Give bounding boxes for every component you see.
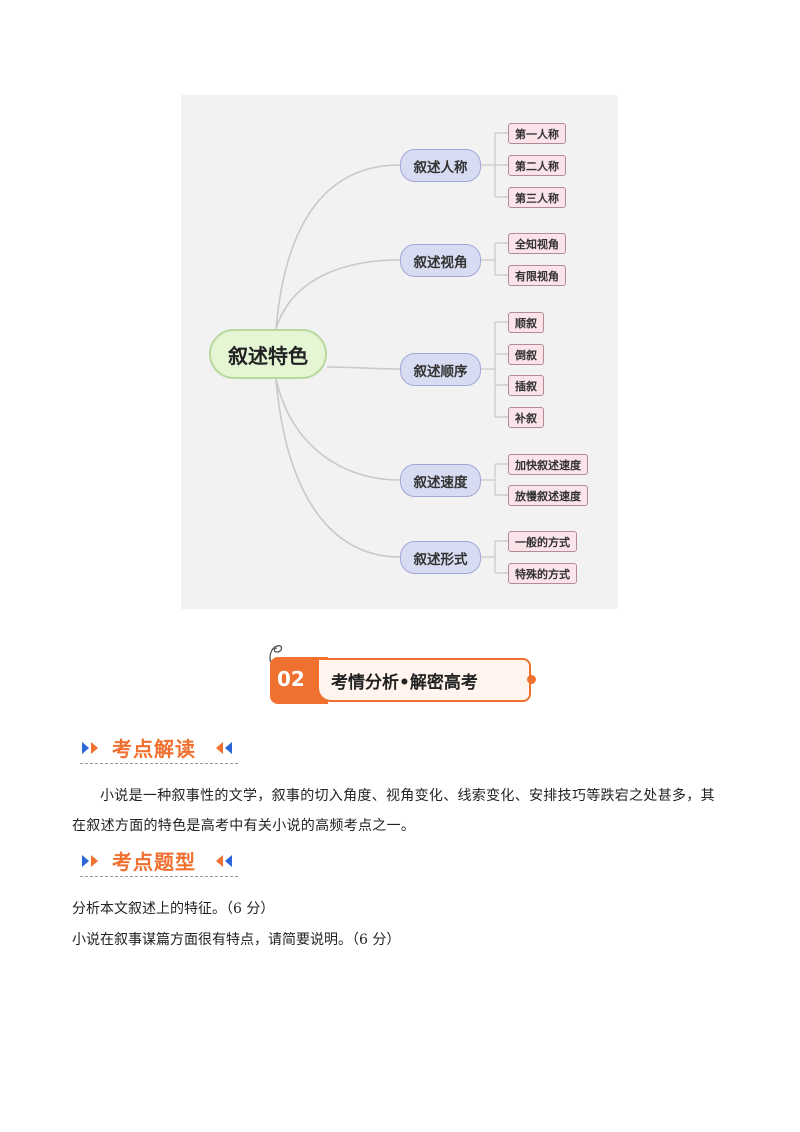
- mindmap-leaf: 有限视角: [508, 265, 566, 286]
- mindmap-leaf: 第三人称: [508, 187, 566, 208]
- mindmap-leaf: 放慢叙述速度: [508, 485, 588, 506]
- mindmap-connectors: [275, 132, 508, 574]
- section-heading-interpretation: 考点解读: [80, 733, 240, 767]
- double-right-arrow-icon: [82, 855, 98, 867]
- mindmap-branch-order: 叙述顺序: [400, 353, 481, 386]
- section-heading-question-types: 考点题型: [80, 846, 240, 880]
- mindmap-leaf: 倒叙: [508, 344, 544, 365]
- mindmap-leaf: 补叙: [508, 407, 544, 428]
- section-banner: 02 考情分析•解密高考: [265, 640, 540, 706]
- mindmap-leaf: 加快叙述速度: [508, 454, 588, 475]
- mindmap-leaf: 特殊的方式: [508, 563, 577, 584]
- mindmap-leaf: 插叙: [508, 375, 544, 396]
- mindmap-branch-form: 叙述形式: [400, 541, 481, 574]
- dashed-divider: [80, 876, 238, 877]
- dashed-divider: [80, 763, 238, 764]
- double-left-arrow-icon: [216, 742, 232, 754]
- section-heading-text: 考点解读: [112, 737, 196, 761]
- mindmap-leaf: 全知视角: [508, 233, 566, 254]
- banner-dot: [527, 675, 536, 684]
- double-right-arrow-icon: [82, 742, 98, 754]
- question-item: 分析本文叙述上的特征。（6 分）: [72, 901, 275, 917]
- double-left-arrow-icon: [216, 855, 232, 867]
- mindmap-root-node: 叙述特色: [209, 329, 327, 379]
- question-item: 小说在叙事谋篇方面很有特点，请简要说明。（6 分）: [72, 932, 401, 948]
- mindmap-leaf: 顺叙: [508, 312, 544, 333]
- mindmap-branch-perspective: 叙述视角: [400, 244, 481, 277]
- mindmap-branch-person: 叙述人称: [400, 149, 481, 182]
- mindmap-figure: 叙述特色 叙述人称 第一人称 第二人称 第三人称 叙述视角 全知视角 有限视角 …: [181, 95, 618, 609]
- banner-title: 考情分析•解密高考: [331, 673, 478, 693]
- mindmap-branch-speed: 叙述速度: [400, 464, 481, 497]
- mindmap-leaf: 一般的方式: [508, 531, 577, 552]
- interpretation-paragraph: 小说是一种叙事性的文学，叙事的切入角度、视角变化、线索变化、安排技巧等跌宕之处甚…: [72, 788, 715, 834]
- banner-number: 02: [277, 667, 305, 691]
- mindmap-leaf: 第一人称: [508, 123, 566, 144]
- mindmap-leaf: 第二人称: [508, 155, 566, 176]
- swirl-decoration-icon: [269, 645, 283, 667]
- section-heading-text: 考点题型: [112, 850, 196, 874]
